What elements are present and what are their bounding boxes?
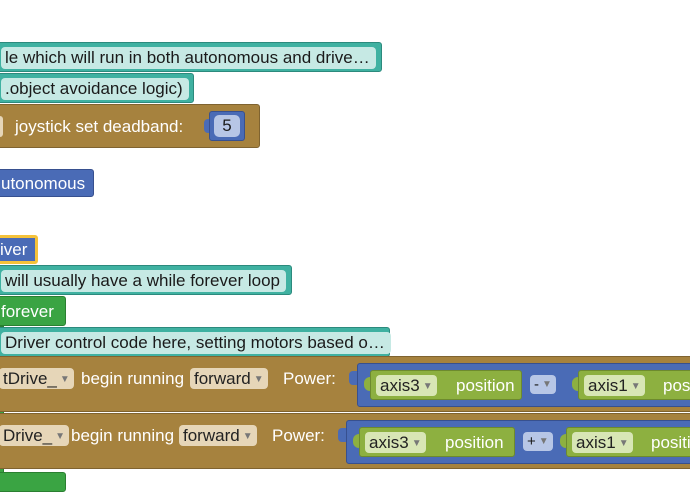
- motor-name-1: tDrive_: [3, 369, 57, 388]
- operator-dropdown-2[interactable]: +▼: [523, 432, 553, 451]
- axis-dropdown-a1[interactable]: axis3▼: [376, 375, 437, 396]
- axis-dropdown-b1[interactable]: axis1▼: [584, 375, 645, 396]
- axis-name-a2: axis3: [369, 433, 409, 452]
- axis-dropdown-a2[interactable]: axis3▼: [365, 432, 426, 453]
- forever-label: forever: [1, 302, 54, 321]
- sensor-notch-b1: [572, 377, 582, 391]
- driver-label: iver: [0, 240, 28, 259]
- position-label-b2: positi: [651, 433, 690, 452]
- power-input-notch-1: [349, 371, 357, 385]
- position-label-b1: posi: [663, 376, 690, 395]
- when-driver-block[interactable]: iver: [0, 235, 38, 264]
- motor-dropdown-1[interactable]: tDrive_▼: [0, 368, 74, 389]
- axis-name-b1: axis1: [588, 376, 628, 395]
- direction-value-2: forward: [183, 426, 240, 445]
- comment-text-1[interactable]: le which will run in both autonomous and…: [1, 47, 376, 69]
- operator-symbol-1: -: [534, 376, 539, 393]
- chevron-down-icon: ▼: [422, 381, 433, 392]
- chevron-down-icon: ▼: [59, 374, 70, 385]
- motor-name-2: Drive_: [3, 426, 53, 445]
- comment-block-3[interactable]: will usually have a while forever loop: [0, 265, 292, 295]
- axis-dropdown-b2[interactable]: axis1▼: [572, 432, 633, 453]
- axis-name-a1: axis3: [380, 376, 420, 395]
- axis-position-block-a1[interactable]: axis3▼ position: [370, 370, 522, 400]
- comment-text-3[interactable]: will usually have a while forever loop: [1, 270, 286, 292]
- chevron-down-icon: ▼: [630, 381, 641, 392]
- comment-block-4[interactable]: Driver control code here, setting motors…: [0, 327, 391, 357]
- motor-dropdown-2[interactable]: Drive_▼: [0, 425, 70, 446]
- begin-running-label-1: begin running: [81, 369, 185, 388]
- operator-symbol-2: +: [527, 433, 536, 450]
- chevron-down-icon: ▼: [542, 379, 552, 390]
- axis-name-b2: axis1: [576, 433, 616, 452]
- sensor-notch-b2: [560, 434, 570, 448]
- chevron-down-icon: ▼: [253, 374, 264, 385]
- direction-dropdown-2[interactable]: forward▼: [179, 425, 257, 446]
- position-label-a2: position: [445, 433, 504, 452]
- autonomous-label: utonomous: [1, 174, 86, 193]
- operator-dropdown-1[interactable]: -▼: [530, 375, 556, 394]
- subtract-operator-block[interactable]: axis3▼ position -▼ axis1▼ posi: [357, 363, 690, 407]
- direction-dropdown-1[interactable]: forward▼: [190, 368, 268, 389]
- chevron-down-icon: ▼: [618, 438, 629, 449]
- add-operator-block[interactable]: axis3▼ position +▼ axis1▼ positi: [346, 420, 690, 464]
- when-autonomous-block[interactable]: utonomous: [0, 169, 94, 197]
- direction-value-1: forward: [194, 369, 251, 388]
- power-input-notch-2: [338, 428, 346, 442]
- axis-position-block-b2[interactable]: axis1▼ positi: [566, 427, 690, 457]
- axis-position-block-a2[interactable]: axis3▼ position: [359, 427, 515, 457]
- power-label-1: Power:: [283, 369, 336, 388]
- joystick-deadband-block[interactable]: joystick set deadband: 5: [0, 104, 260, 148]
- forever-loop-block[interactable]: forever: [0, 296, 66, 326]
- begin-running-label-2: begin running: [71, 426, 175, 445]
- axis-position-block-b1[interactable]: axis1▼ posi: [578, 370, 690, 400]
- motor-spin-block-1[interactable]: tDrive_▼ begin running forward▼ Power: a…: [0, 356, 690, 412]
- joystick-dropdown[interactable]: [0, 116, 3, 137]
- deadband-value[interactable]: 5: [214, 115, 240, 137]
- power-label-2: Power:: [272, 426, 325, 445]
- deadband-number-block[interactable]: 5: [209, 111, 245, 141]
- motor-spin-block-2[interactable]: Drive_▼ begin running forward▼ Power: ax…: [0, 413, 690, 469]
- forever-loop-bottom: [0, 472, 66, 492]
- chevron-down-icon: ▼: [411, 438, 422, 449]
- comment-text-2[interactable]: .object avoidance logic): [1, 78, 189, 100]
- sensor-notch-a2: [353, 434, 363, 448]
- comment-block-1[interactable]: le which will run in both autonomous and…: [0, 42, 382, 72]
- comment-block-2[interactable]: .object avoidance logic): [0, 73, 194, 103]
- comment-text-4[interactable]: Driver control code here, setting motors…: [1, 332, 391, 354]
- deadband-input-notch: [204, 119, 212, 133]
- chevron-down-icon: ▼: [55, 431, 66, 442]
- chevron-down-icon: ▼: [538, 436, 549, 447]
- joystick-label: joystick set deadband:: [15, 117, 184, 136]
- sensor-notch-a1: [364, 377, 374, 391]
- position-label-a1: position: [456, 376, 515, 395]
- chevron-down-icon: ▼: [242, 431, 253, 442]
